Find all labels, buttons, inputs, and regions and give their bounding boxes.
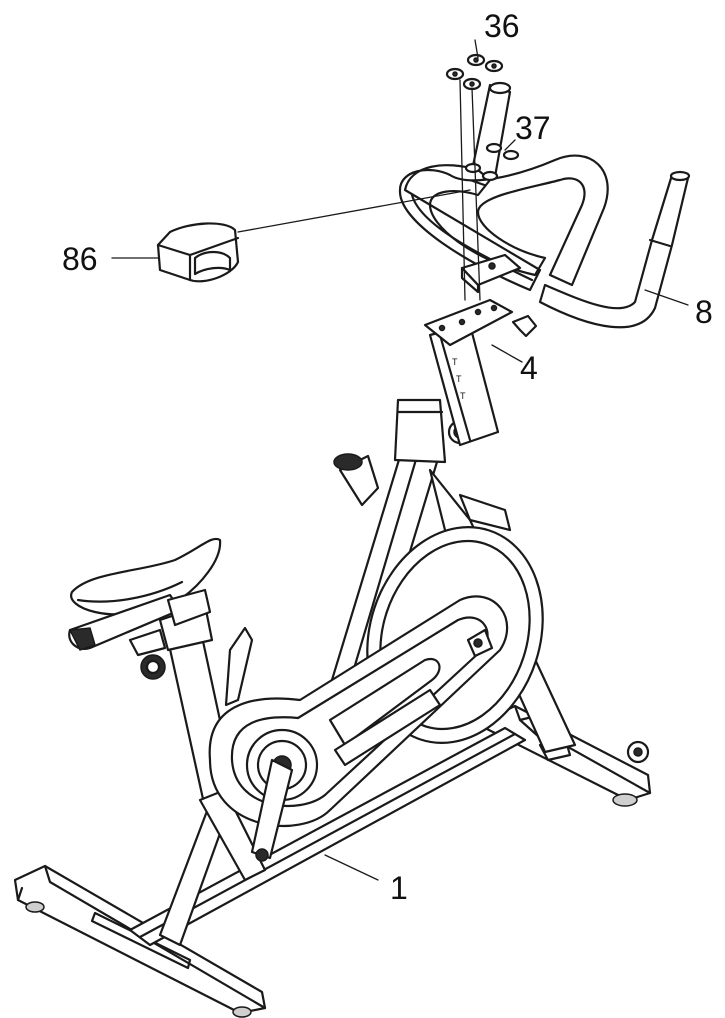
callout-8: 8 <box>695 294 713 330</box>
bolts-36 <box>445 53 504 91</box>
callout-1: 1 <box>390 870 408 906</box>
base-frame <box>13 704 652 1018</box>
washers-37 <box>464 142 520 182</box>
handlebar-cover-86 <box>156 222 240 283</box>
handlebar-post: T T T <box>423 298 538 447</box>
callout-37: 37 <box>515 110 551 146</box>
svg-text:T: T <box>456 374 462 384</box>
seat-assembly <box>68 537 222 680</box>
flywheel-guard <box>208 493 544 862</box>
callout-86: 86 <box>62 241 98 277</box>
handlebar <box>398 81 691 329</box>
callout-4: 4 <box>520 350 538 386</box>
callout-36: 36 <box>484 8 520 44</box>
svg-text:T: T <box>452 357 458 367</box>
svg-text:T: T <box>460 391 466 401</box>
leader-lines <box>111 39 689 881</box>
